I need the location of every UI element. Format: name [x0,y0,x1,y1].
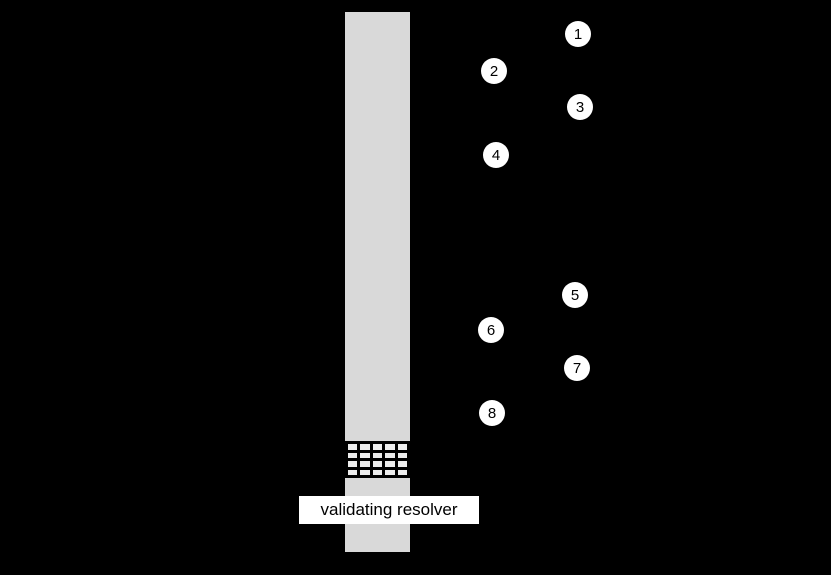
step-marker-8: 8 [479,400,505,426]
grid-cell [385,444,395,450]
grid-cell [385,461,395,467]
grid-cell [397,452,407,458]
grid-cell [372,452,383,458]
step-marker-1: 1 [565,21,591,47]
grid-cell [348,444,358,450]
grid-pattern [345,441,410,478]
grid-cell [360,444,370,450]
grid-cell [372,469,383,475]
grid-cell [348,469,358,475]
grid-cell [397,461,407,467]
grid-cell [360,469,370,475]
step-marker-3: 3 [567,94,593,120]
grid-cell [397,444,407,450]
validating-resolver-label: validating resolver [299,496,479,524]
step-marker-5: 5 [562,282,588,308]
grid-cell [360,461,370,467]
grid-cell [385,469,395,475]
step-marker-6: 6 [478,317,504,343]
grid-cell [360,452,370,458]
step-marker-7: 7 [564,355,590,381]
step-marker-2: 2 [481,58,507,84]
grid-cell [372,444,383,450]
grid-cell [385,452,395,458]
grid-cell [397,469,407,475]
grid-cell [348,461,358,467]
step-marker-4: 4 [483,142,509,168]
grid-cell [372,461,383,467]
grid-cell [348,452,358,458]
